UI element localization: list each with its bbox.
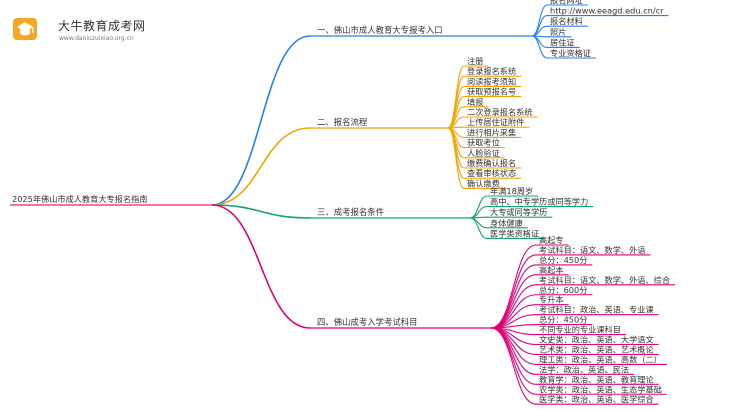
leaf-topic[interactable]: 上传居住证附件 — [467, 117, 524, 127]
branch-connector-2 — [211, 127, 311, 206]
brand-url: www.daniuzuixiao.org.cn — [59, 35, 134, 42]
branch-topic-4[interactable]: 四、佛山成考入学考试科目 — [317, 317, 418, 327]
leaf-topic[interactable]: 二次登录报名系统 — [467, 107, 533, 117]
leaf-topic[interactable]: 阅读报考须知 — [467, 76, 516, 86]
leaf-topic[interactable]: 考试科目：语文、数学、外语 — [539, 245, 645, 255]
leaf-topic[interactable]: 查看审核状态 — [467, 168, 516, 178]
leaf-topic[interactable]: 高起专 — [539, 235, 564, 245]
leaf-topic[interactable]: 获取考位 — [467, 138, 500, 148]
leaf-topic[interactable]: 报名材料 — [550, 16, 583, 26]
leaf-topic[interactable]: 登录报名系统 — [467, 66, 516, 76]
leaf-connector — [469, 217, 488, 239]
leaf-topic[interactable]: 医学类：政治、英语、医学综合 — [539, 394, 654, 404]
leaf-topic[interactable]: 专业资格证 — [550, 48, 591, 58]
leaf-topic[interactable]: 农学类：政治、英语、生态学基础 — [539, 384, 662, 394]
leaf-topic[interactable]: 高中、中专学历或同等学力 — [490, 197, 588, 207]
leaf-topic[interactable]: 考试科目：语文、数学、外语、综合 — [539, 275, 670, 285]
leaf-topic[interactable]: 确认缴费 — [467, 178, 500, 188]
leaf-connector — [447, 75, 465, 129]
leaf-topic[interactable]: 教育学：政治、英语、教育理论 — [539, 374, 654, 384]
leaf-topic[interactable]: 总分：450分 — [539, 255, 587, 265]
leaf-topic[interactable]: 填报 — [467, 97, 483, 107]
leaf-topic[interactable]: 获取预报名号 — [467, 87, 516, 97]
leaf-connector — [490, 274, 537, 329]
leaf-connector — [490, 327, 537, 365]
leaf-topic[interactable]: 缴费确认报名 — [467, 158, 516, 168]
leaf-topic[interactable]: 专升本 — [539, 295, 564, 305]
branch-connector-4 — [211, 204, 311, 329]
branch-topic-3[interactable]: 三、成考报名条件 — [317, 207, 384, 217]
branch-connector-1 — [211, 35, 311, 206]
leaf-connector — [447, 127, 465, 189]
leaf-connector — [490, 327, 537, 395]
leaf-topic[interactable]: 进行相片采集 — [467, 127, 516, 137]
leaf-topic[interactable]: 不同专业的专业课科目 — [539, 325, 621, 335]
leaf-topic[interactable]: 总分：600分 — [539, 285, 587, 295]
leaf-topic[interactable]: 高起本 — [539, 265, 564, 275]
leaf-topic[interactable]: 报名网址 — [550, 0, 583, 5]
leaf-connector — [469, 217, 488, 229]
leaf-connector — [490, 327, 537, 405]
leaf-topic[interactable]: 人脸验证 — [467, 148, 500, 158]
branch-topic-2[interactable]: 二、报名流程 — [317, 117, 368, 127]
root-topic[interactable]: 2025年佛山市成人教育大专报名指南 — [12, 194, 147, 204]
leaf-topic[interactable]: 艺术类：政治、英语、艺术概论 — [539, 344, 654, 354]
leaf-topic[interactable]: 医学类资格证 — [490, 228, 539, 238]
leaf-topic[interactable]: 理工类：政治、英语、高数（二） — [539, 354, 662, 364]
mortarboard-icon — [13, 18, 37, 40]
leaf-connector — [531, 35, 548, 59]
branch-connector-3 — [211, 204, 311, 219]
leaf-topic[interactable]: 身体健康 — [490, 218, 523, 228]
brand-title: 大牛教育成考网 — [58, 19, 146, 33]
branch-topic-1[interactable]: 一、佛山市成人教育大专报考入口 — [317, 25, 443, 35]
brand-logo[interactable]: 大牛教育成考网 www.daniuzuixiao.org.cn — [6, 14, 146, 48]
leaf-topic[interactable]: 注册 — [467, 56, 483, 66]
leaf-connector — [490, 294, 537, 329]
leaf-topic[interactable]: 文史类：政治、英语、大学语文 — [539, 335, 654, 345]
leaf-topic[interactable]: 总分：450分 — [539, 315, 587, 325]
leaf-topic[interactable]: 照片 — [550, 27, 566, 37]
leaf-topic[interactable]: 考试科目：政治、英语、专业课 — [539, 305, 654, 315]
leaf-topic[interactable]: 法学：政治、英语、民法 — [539, 364, 629, 374]
leaf-topic[interactable]: 年满18周岁 — [490, 186, 533, 196]
leaf-connector — [447, 127, 465, 179]
leaf-topic[interactable]: http://www.eeagd.edu.cn/cr — [550, 6, 664, 16]
leaf-topic[interactable]: 大专或同等学历 — [490, 207, 547, 217]
leaf-topic[interactable]: 居住证 — [550, 37, 575, 47]
